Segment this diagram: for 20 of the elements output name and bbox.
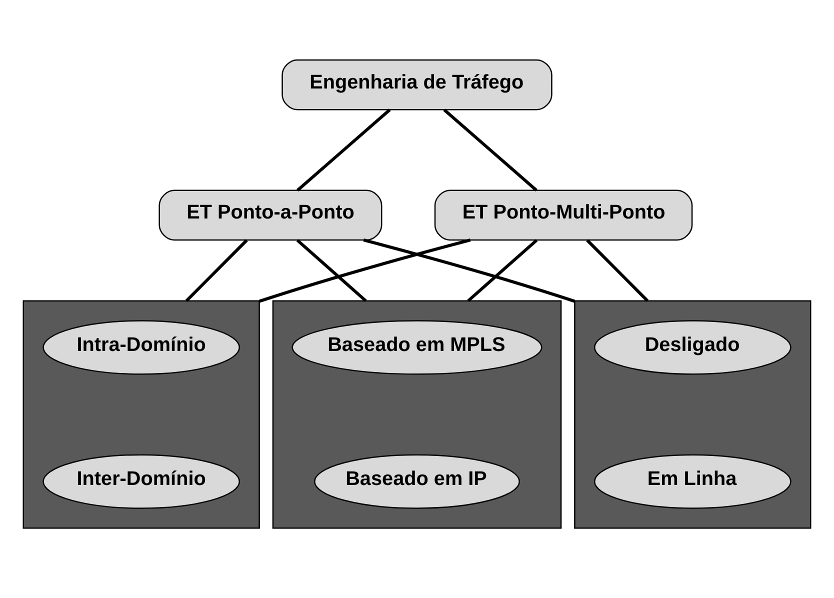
node-ellipse: Baseado em MPLS [292,320,542,375]
cluster [22,300,260,529]
node-ellipse: Intra-Domínio [42,320,240,375]
connector [258,238,471,303]
connector [185,239,248,302]
connector [296,108,391,192]
cluster [574,300,812,529]
connector [443,108,538,192]
node-box: ET Ponto-Multi-Ponto [434,190,693,241]
connector [586,239,649,302]
node-box: ET Ponto-a-Ponto [158,190,382,241]
node-box: Engenharia de Tráfego [282,59,552,110]
node-ellipse: Desligado [594,320,792,375]
cluster [272,300,562,529]
node-ellipse: Inter-Domínio [42,454,240,509]
connector [363,238,576,303]
connector [296,239,367,302]
node-ellipse: Em Linha [594,454,792,509]
connector [467,239,538,302]
node-ellipse: Baseado em IP [314,454,520,509]
